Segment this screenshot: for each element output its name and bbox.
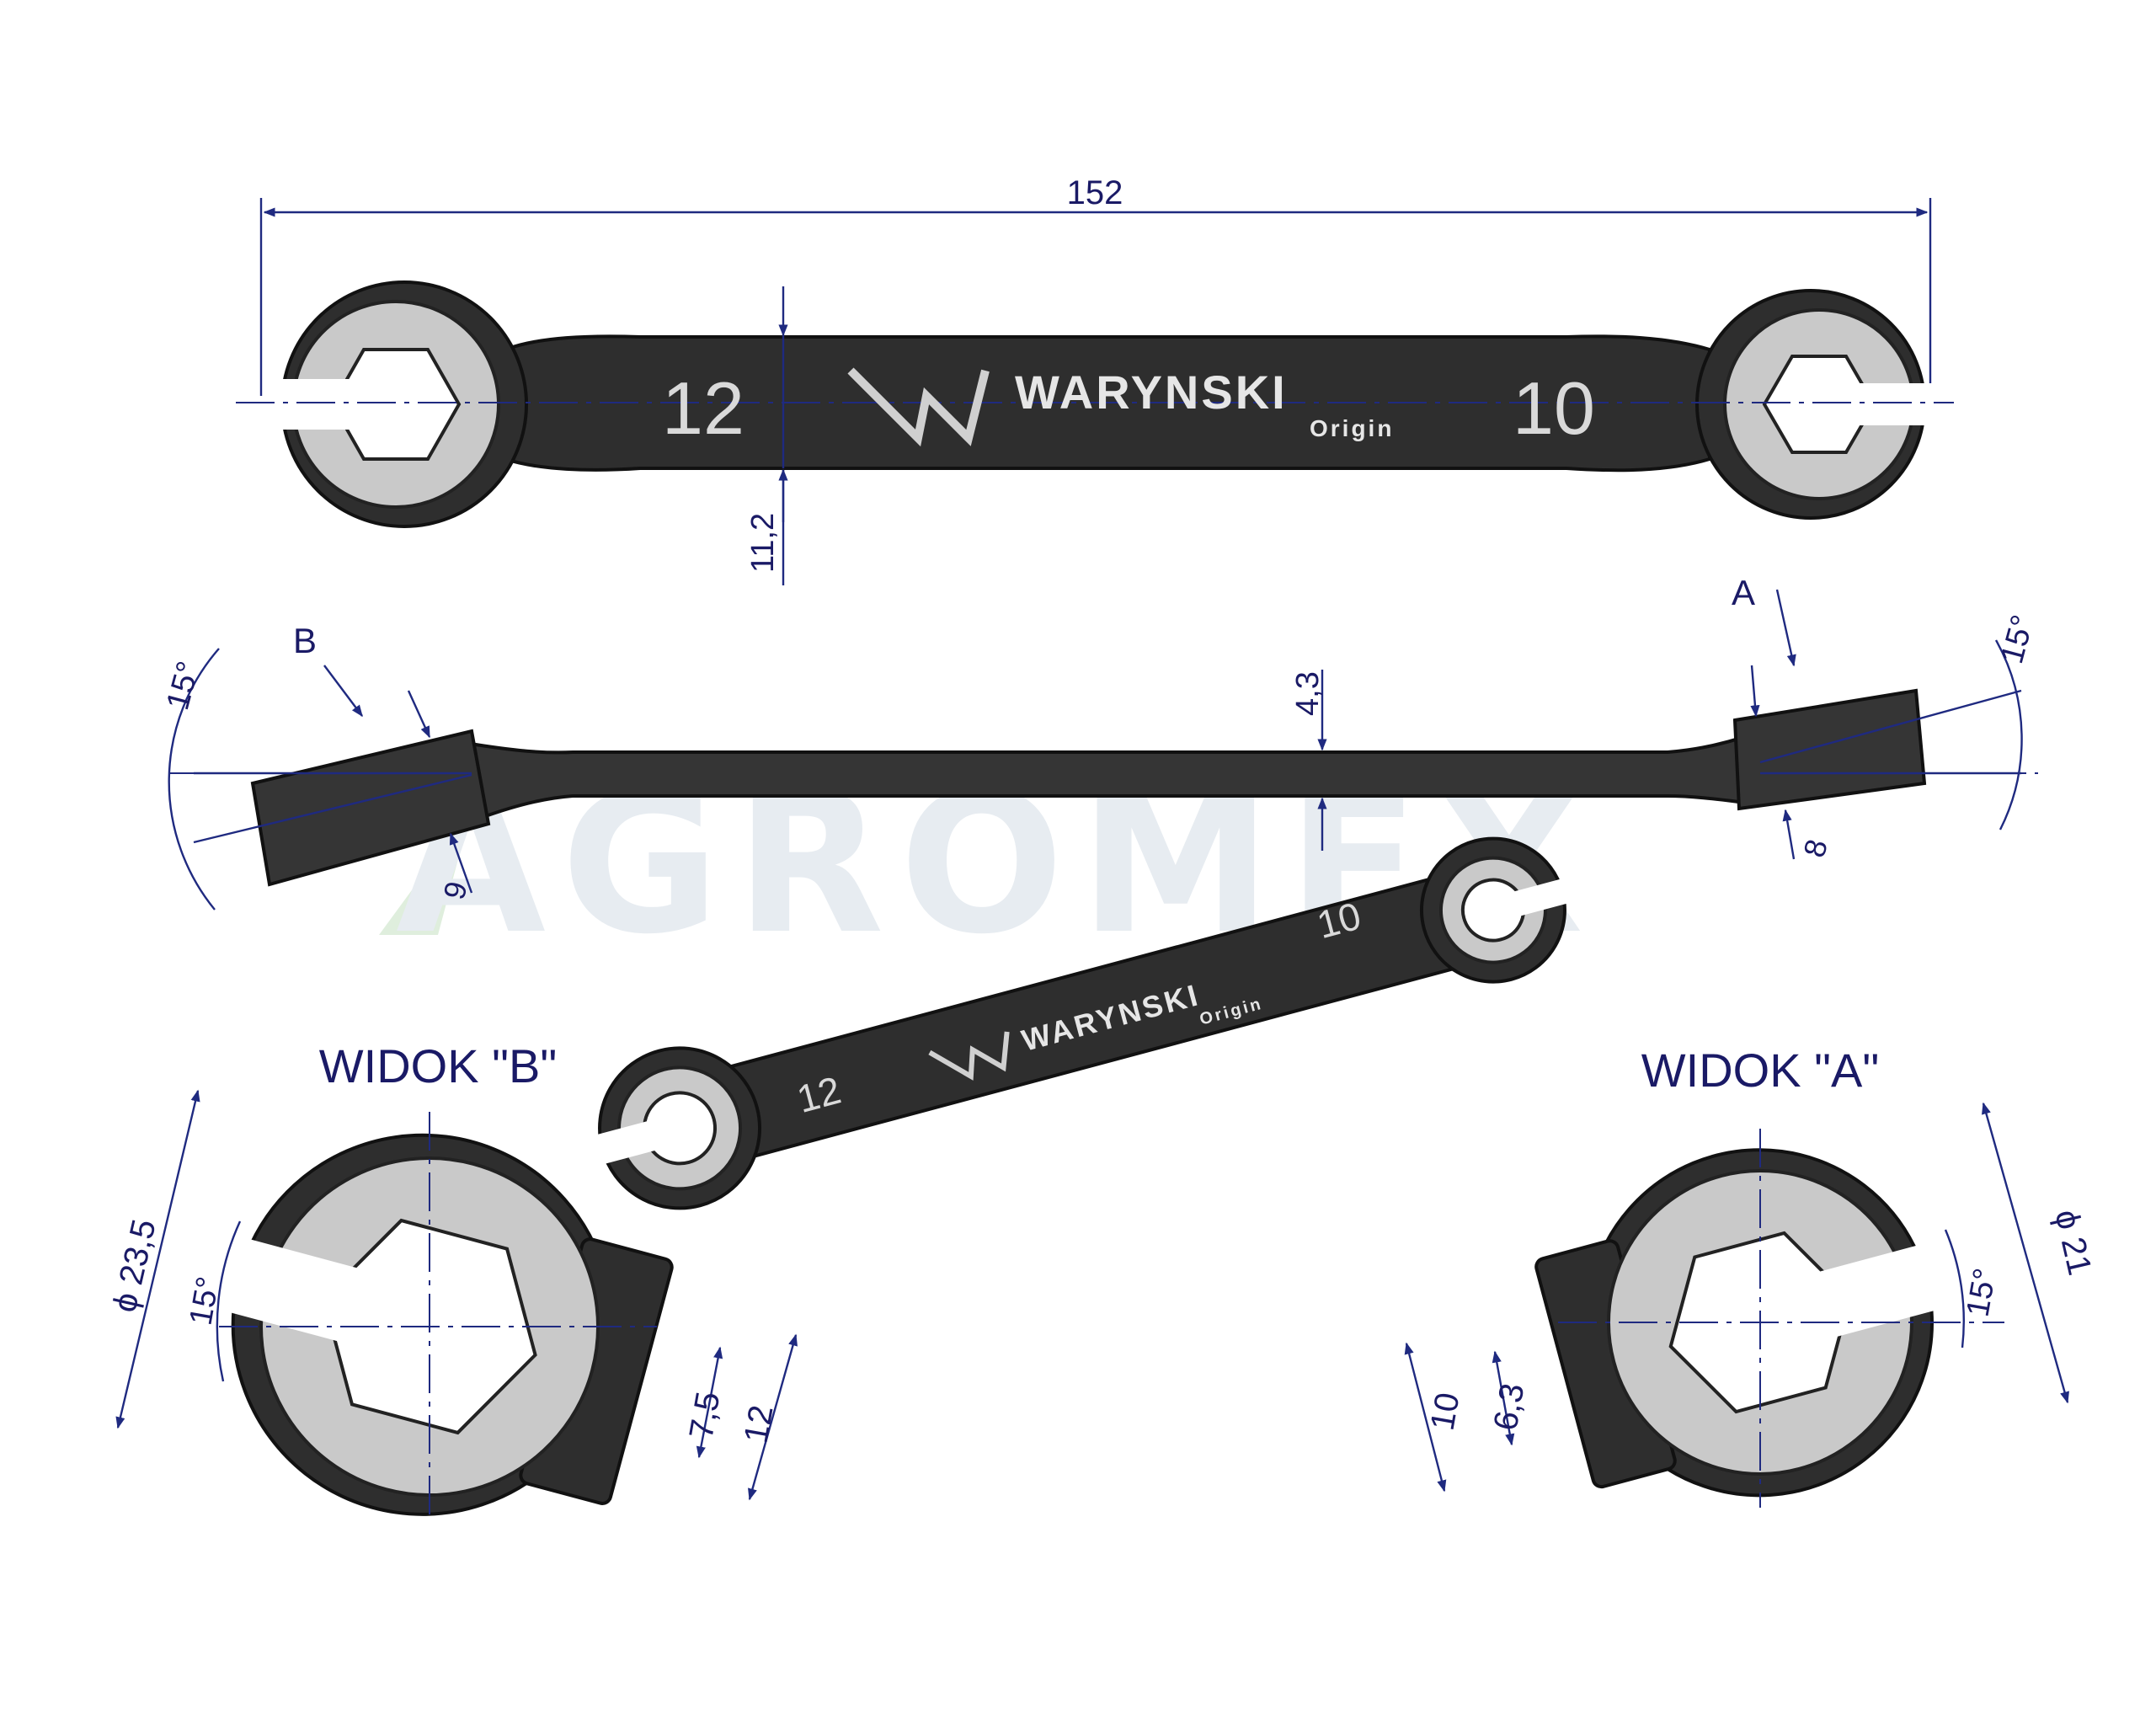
view-a: WIDOK "A" ϕ 21 15° 6,3 10: [1404, 1044, 2099, 1508]
brand-subname: Origin: [1310, 415, 1394, 441]
view-b-angle: 15°: [184, 1274, 227, 1328]
watermark-leaf-icon: [379, 809, 472, 935]
right-slot: [1828, 383, 1937, 425]
right-hex-hole: [1762, 355, 1876, 454]
view-a-title: WIDOK "A": [1641, 1044, 1879, 1097]
head-right-arrow-top: [1750, 665, 1760, 718]
view-b-opening-line: [696, 1346, 723, 1459]
angle-tilt-right: [1759, 689, 2022, 764]
side-left-head: [250, 729, 491, 887]
angle-left-label: 15°: [160, 658, 206, 713]
handle-width-dimension: 11,2: [745, 513, 781, 573]
view-b-title: WIDOK "B": [319, 1039, 557, 1092]
perspective-slot-right: [1497, 876, 1578, 921]
angle-arc-left: [168, 648, 220, 911]
left-head-12: [270, 280, 528, 528]
view-b-opening: 7,5: [683, 1389, 728, 1441]
size-label-10: 10: [1513, 366, 1595, 450]
view-b-angle-arc: [216, 1220, 242, 1382]
perspective-view: 12 10 WARYNSKI Origin: [594, 836, 1578, 1210]
view-b-flats: 12: [738, 1402, 781, 1445]
view-a-diameter: ϕ 21: [2047, 1206, 2098, 1279]
perspective-slot-left: [594, 1115, 676, 1165]
view-b-flats-line: [748, 1333, 798, 1501]
angle-arc-right: [1994, 639, 2023, 830]
view-b-slot: [224, 1237, 440, 1364]
view-b-diameter-line: [115, 1089, 200, 1429]
head-left-arrow-top: [407, 690, 431, 739]
view-b: WIDOK "B" ϕ 23,5 15° 7,5 12: [106, 1039, 798, 1516]
brand-name: WARYNSKI: [1015, 366, 1288, 419]
size-label-12: 12: [662, 366, 744, 450]
brand-logo-icon: [847, 367, 990, 447]
head-left-arrow-bottom: [449, 832, 473, 894]
left-slot: [270, 379, 387, 430]
perspective-logo-icon: [928, 1031, 1010, 1081]
arrow-label-b: B: [293, 621, 317, 660]
right-head-10: [1695, 289, 1937, 520]
view-a-angle: 15°: [1961, 1266, 2004, 1320]
view-a-diameter-line: [1982, 1102, 2069, 1404]
view-b-diameter: ϕ 23,5: [106, 1216, 163, 1316]
arrow-label-a: A: [1732, 573, 1755, 612]
view-a-opening-line: [1492, 1350, 1515, 1446]
view-a-flats: 10: [1424, 1390, 1467, 1433]
arrow-b: [323, 665, 363, 718]
view-a-angle-arc: [1944, 1229, 1965, 1348]
head-right-label: 8: [1796, 836, 1834, 861]
side-right-head: [1732, 688, 1927, 811]
length-dimension: 152: [1067, 174, 1123, 211]
head-right-arrow-bottom: [1782, 809, 1796, 860]
angle-tilt-left: [193, 773, 472, 844]
arrow-a: [1775, 589, 1796, 667]
top-view: 152 12 10 WARYNSKI Origin: [236, 174, 1954, 585]
view-a-slot: [1751, 1242, 1948, 1355]
view-a-opening: 6,3: [1487, 1381, 1532, 1433]
angle-right-label: 15°: [1994, 611, 2041, 667]
thickness-label: 4,3: [1290, 671, 1326, 716]
view-a-flats-line: [1404, 1342, 1447, 1493]
